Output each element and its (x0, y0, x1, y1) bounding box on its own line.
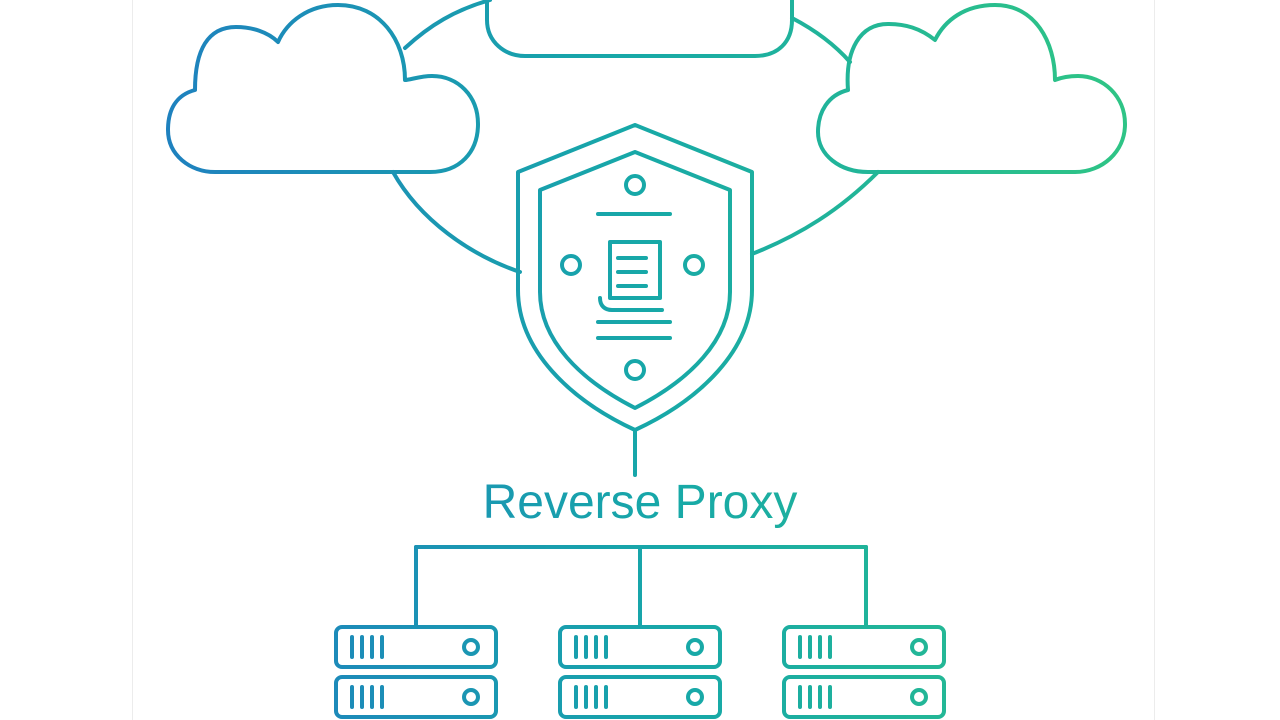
shield-icon (516, 123, 754, 432)
server-led-icon (686, 688, 704, 706)
distribution-lines (414, 545, 868, 627)
server-unit (558, 625, 722, 669)
arc-left-cloud-to-top-cloud (403, 0, 492, 50)
server-unit (334, 675, 498, 719)
reverse-proxy-label: Reverse Proxy (483, 476, 798, 529)
frame-edge-left (132, 0, 133, 720)
arc-top-cloud-to-right-cloud (790, 16, 852, 64)
server-unit (782, 675, 946, 719)
server-rack-icon (558, 625, 722, 719)
arc-left-cloud-to-shield (391, 170, 522, 274)
cloud-icon (485, 0, 794, 58)
server-unit (558, 675, 722, 719)
server-unit (334, 625, 498, 669)
server-led-icon (462, 688, 480, 706)
server-led-icon (462, 638, 480, 656)
server-led-icon (910, 638, 928, 656)
arc-right-cloud-to-shield (750, 170, 880, 256)
frame-edge-right (1154, 0, 1155, 720)
cloud-icon (166, 3, 480, 174)
server-rack-icon (782, 625, 946, 719)
server-rack-icon (334, 625, 498, 719)
server-unit (782, 625, 946, 669)
cloud-icon (816, 3, 1127, 174)
server-led-icon (686, 638, 704, 656)
server-led-icon (910, 688, 928, 706)
